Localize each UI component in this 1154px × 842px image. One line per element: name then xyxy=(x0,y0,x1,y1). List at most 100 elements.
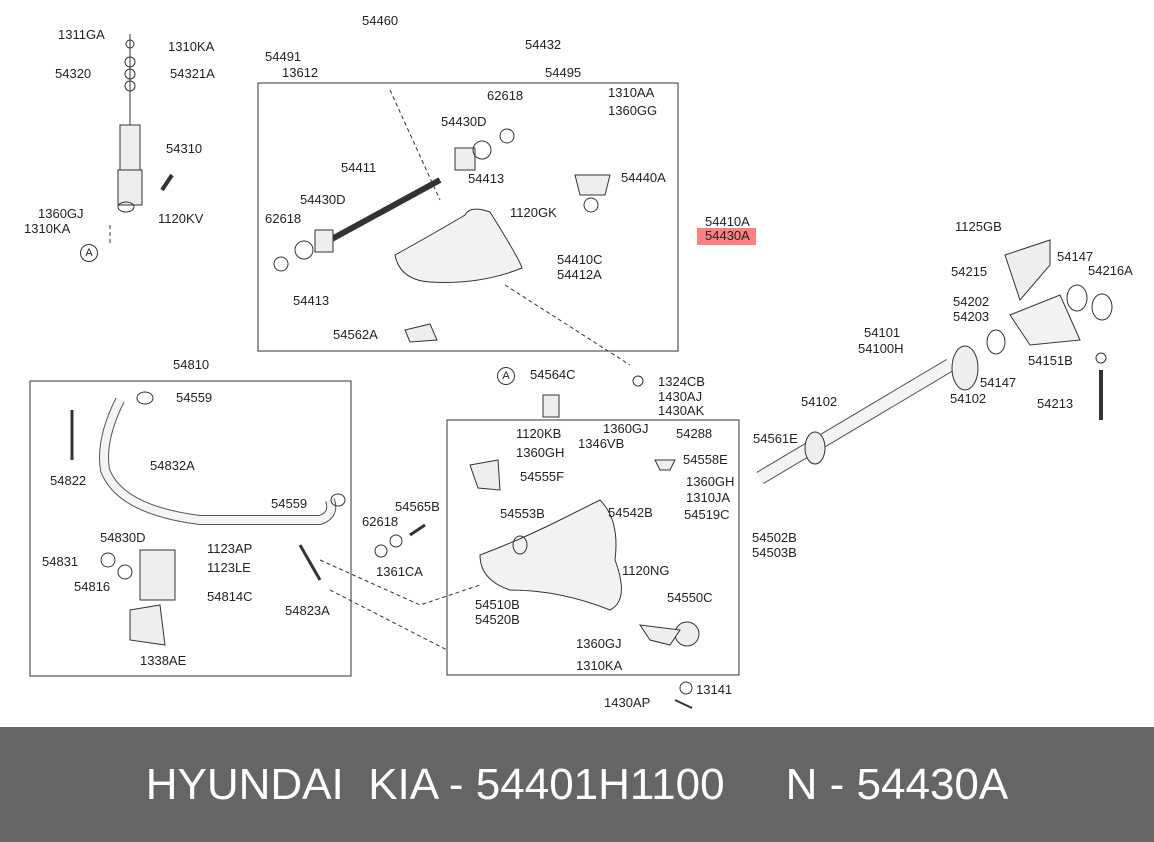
part-label[interactable]: 54550C xyxy=(667,590,713,605)
part-label[interactable]: 1120KV xyxy=(158,211,204,226)
part-label[interactable]: 1360GG xyxy=(608,103,658,118)
part-label[interactable]: 1120GK xyxy=(510,205,557,220)
part-label[interactable]: 62618 xyxy=(487,88,524,103)
part-label[interactable]: 54460 xyxy=(362,13,399,28)
part-label[interactable]: 54503B xyxy=(752,545,797,560)
part-label[interactable]: 54202 xyxy=(953,294,990,309)
part-label[interactable]: 54559 xyxy=(176,390,213,405)
parts-drawing xyxy=(29,34,1113,709)
part-label[interactable]: 54411 xyxy=(341,160,377,175)
part-label[interactable]: 54565B xyxy=(395,499,440,514)
part-label[interactable]: 54288 xyxy=(676,426,713,441)
part-label[interactable]: 54410A xyxy=(705,214,750,229)
part-label[interactable]: 54491 xyxy=(265,49,302,64)
part-label[interactable]: 62618 xyxy=(362,514,399,529)
part-label[interactable]: 62618 xyxy=(265,211,302,226)
part-label[interactable]: 54520B xyxy=(475,612,520,627)
callout-a-marker: A xyxy=(497,367,515,385)
upper-control-arm xyxy=(273,89,631,366)
part-label[interactable]: 54101 xyxy=(864,325,901,340)
part-label[interactable]: 54213 xyxy=(1037,396,1074,411)
part-label[interactable]: 54147 xyxy=(980,375,1017,390)
part-label[interactable]: 54519C xyxy=(684,507,730,522)
part-label[interactable]: 1360GH xyxy=(516,445,565,460)
part-label[interactable]: 1324CB xyxy=(658,374,705,389)
part-label[interactable]: 54216A xyxy=(1088,263,1133,278)
part-label[interactable]: 54410C xyxy=(557,252,603,267)
part-label[interactable]: 1310JA xyxy=(686,490,731,505)
part-label[interactable]: 1346VB xyxy=(578,436,625,451)
part-label[interactable]: 54832A xyxy=(150,458,195,473)
part-label[interactable]: 54413 xyxy=(468,171,505,186)
part-label[interactable]: 1430AJ xyxy=(658,389,703,404)
part-label-highlighted[interactable]: 54430A xyxy=(697,228,756,245)
part-label[interactable]: 54542B xyxy=(608,505,653,520)
part-label[interactable]: 1311GA xyxy=(58,27,105,42)
part-label[interactable]: 1430AP xyxy=(604,695,651,710)
part-label[interactable]: 1310KA xyxy=(576,658,623,673)
part-label[interactable]: 54430D xyxy=(300,192,346,207)
drive-shaft xyxy=(756,239,1113,485)
lower-control-arm xyxy=(319,375,700,709)
part-label[interactable]: 1361CA xyxy=(376,564,423,579)
part-label[interactable]: 13141 xyxy=(696,682,733,697)
lower-arm-group-box xyxy=(446,419,740,676)
part-number-banner: HYUNDAI KIA - 54401H1100 N - 54430A xyxy=(0,727,1154,842)
part-label[interactable]: 54413 xyxy=(293,293,330,308)
part-label[interactable]: 54412A xyxy=(557,267,602,282)
part-label[interactable]: 54495 xyxy=(545,65,582,80)
part-label[interactable]: 54814C xyxy=(207,589,253,604)
part-label[interactable]: 1123AP xyxy=(207,541,253,556)
upper-arm-group-box xyxy=(257,82,679,352)
part-label[interactable]: 1430AK xyxy=(658,403,705,418)
part-label[interactable]: 54151B xyxy=(1028,353,1073,368)
part-label[interactable]: 54321A xyxy=(170,66,215,81)
part-label[interactable]: 1125GB xyxy=(955,219,1002,234)
part-label[interactable]: 54310 xyxy=(166,141,203,156)
part-label[interactable]: 54558E xyxy=(683,452,728,467)
part-label[interactable]: 54100H xyxy=(858,341,904,356)
part-label[interactable]: 1360GJ xyxy=(603,421,649,436)
part-label[interactable]: 54823A xyxy=(285,603,330,618)
part-label[interactable]: 1360GJ xyxy=(576,636,622,651)
part-label[interactable]: 54502B xyxy=(752,530,797,545)
part-label[interactable]: 54510B xyxy=(475,597,520,612)
part-label[interactable]: 54320 xyxy=(55,66,92,81)
part-label[interactable]: 54822 xyxy=(50,473,87,488)
part-label[interactable]: 54555F xyxy=(520,469,565,484)
part-label[interactable]: 54559 xyxy=(271,496,308,511)
part-label[interactable]: 54147 xyxy=(1057,249,1094,264)
shock-absorber xyxy=(109,34,143,245)
bolt xyxy=(160,173,174,192)
part-label[interactable]: 1310AA xyxy=(608,85,655,100)
part-label[interactable]: 54430D xyxy=(441,114,487,129)
part-label[interactable]: 1123LE xyxy=(207,560,251,575)
part-label[interactable]: 1360GJ xyxy=(38,206,84,221)
stabilizer-group-box xyxy=(29,380,352,677)
callout-a-marker: A xyxy=(80,244,98,262)
part-label[interactable]: 54816 xyxy=(74,579,111,594)
part-label[interactable]: 54553B xyxy=(500,506,545,521)
part-label[interactable]: 54440A xyxy=(621,170,666,185)
part-label[interactable]: 54830D xyxy=(100,530,146,545)
part-label[interactable]: 54215 xyxy=(951,264,988,279)
part-label[interactable]: 1338AE xyxy=(140,653,187,668)
part-label[interactable]: 54831 xyxy=(42,554,79,569)
part-label[interactable]: 54810 xyxy=(173,357,210,372)
part-label[interactable]: 1120KB xyxy=(516,426,562,441)
banner-text: HYUNDAI KIA - 54401H1100 N - 54430A xyxy=(145,759,1009,809)
part-label[interactable]: 1360GH xyxy=(686,474,735,489)
part-label[interactable]: 54432 xyxy=(525,37,562,52)
part-label[interactable]: 54564C xyxy=(530,367,576,382)
stabilizer-bar xyxy=(70,391,346,646)
part-label[interactable]: 1120NG xyxy=(622,563,670,578)
part-label[interactable]: 54562A xyxy=(333,327,378,342)
part-label[interactable]: 54203 xyxy=(953,309,990,324)
part-label[interactable]: 54102 xyxy=(801,394,838,409)
part-label[interactable]: 1310KA xyxy=(24,221,71,236)
part-label[interactable]: 13612 xyxy=(282,65,319,80)
part-label[interactable]: 1310KA xyxy=(168,39,215,54)
part-label[interactable]: 54102 xyxy=(950,391,987,406)
parts-diagram: A A 1311GA 1310KA 54320 54321A 54310 136… xyxy=(24,13,1133,710)
part-label[interactable]: 54561E xyxy=(753,431,798,446)
